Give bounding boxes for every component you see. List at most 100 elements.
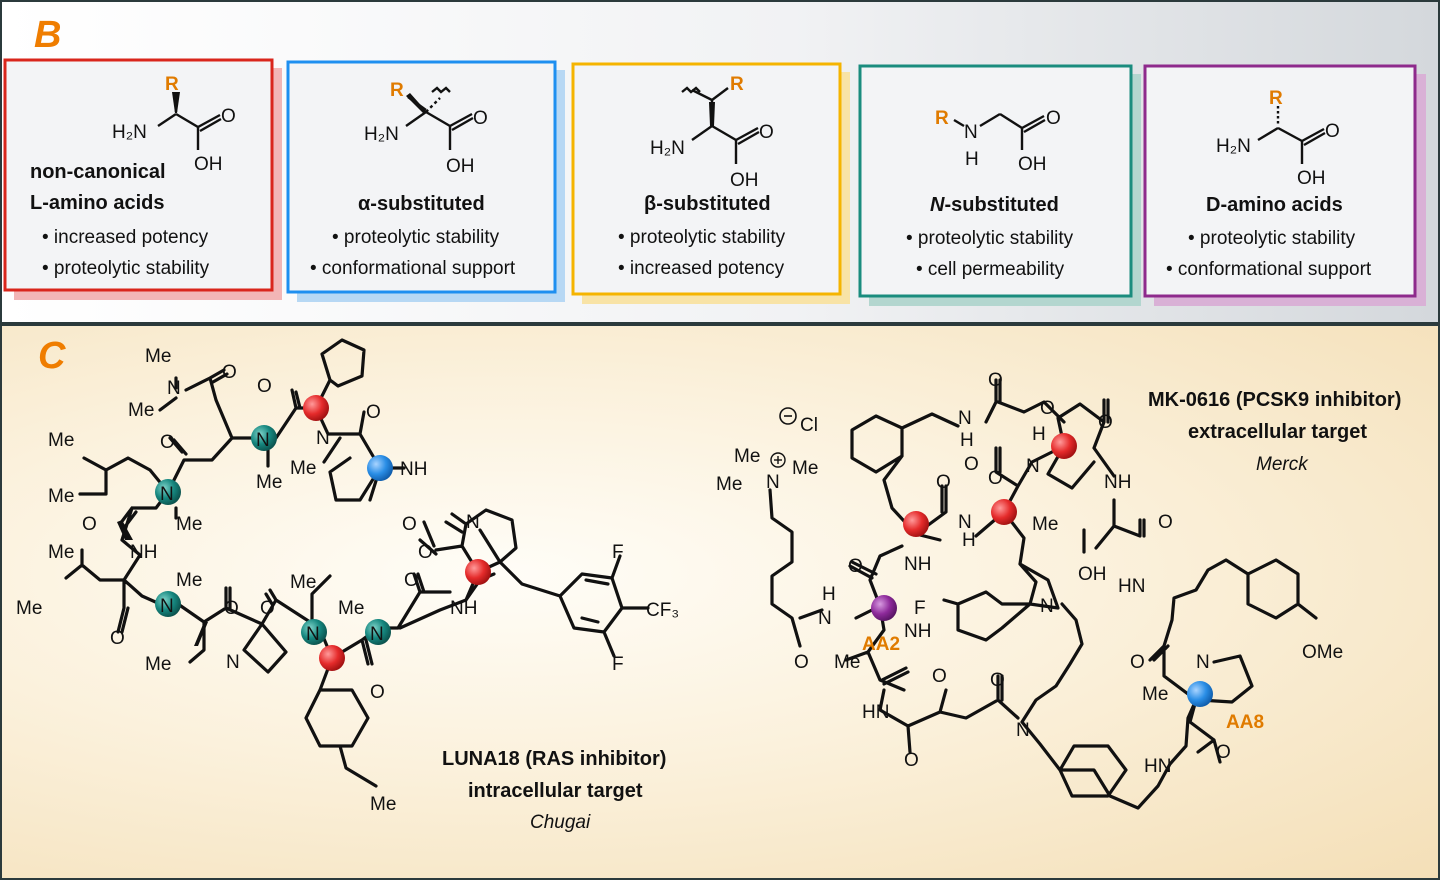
svg-text:N: N — [256, 430, 270, 451]
svg-text:O: O — [82, 514, 97, 535]
hydroxyl: OH — [730, 170, 759, 191]
svg-text:N: N — [1040, 596, 1054, 617]
svg-text:Me: Me — [1142, 684, 1168, 705]
carbonyl-o: O — [1046, 108, 1061, 129]
svg-text:N: N — [160, 484, 174, 505]
r-group: R — [1269, 88, 1283, 109]
card-4-bullet-1: • proteolytic stability — [906, 228, 1074, 249]
svg-text:O: O — [904, 750, 919, 771]
card-d-amino — [1143, 64, 1417, 298]
svg-text:O: O — [402, 514, 417, 535]
svg-text:Me: Me — [145, 654, 171, 675]
luna18-structure: Me N Me O O N Me O N Me O NH Me Me N Me … — [16, 338, 679, 815]
svg-text:O: O — [370, 682, 385, 703]
amine-n: N — [964, 122, 978, 143]
svg-text:Me: Me — [370, 794, 396, 815]
svg-text:NH: NH — [130, 542, 157, 563]
card-1-bullet-1: • increased potency — [42, 227, 209, 248]
svg-text:N: N — [958, 512, 972, 533]
svg-text:O: O — [990, 670, 1005, 691]
luna-red-1 — [303, 395, 329, 421]
svg-text:Me: Me — [176, 514, 202, 535]
carbonyl-o: O — [473, 108, 488, 129]
card-2-bullet-1: • proteolytic stability — [332, 227, 500, 248]
mk0616-name: MK-0616 (PCSK9 inhibitor) — [1148, 389, 1401, 411]
luna-blue-1 — [367, 455, 393, 481]
card-5-title: D-amino acids — [1206, 194, 1343, 216]
structure-alpha: R H₂N O OH — [364, 80, 488, 177]
card-4-title-rest: -substituted — [944, 194, 1058, 216]
svg-text:O: O — [932, 666, 947, 687]
svg-text:OMe: OMe — [1302, 642, 1343, 663]
svg-text:O: O — [222, 362, 237, 383]
card-5-bullet-1: • proteolytic stability — [1188, 228, 1356, 249]
svg-text:Me: Me — [48, 486, 74, 507]
r-group: R — [935, 108, 949, 129]
svg-text:H: H — [822, 584, 836, 605]
svg-text:Me: Me — [834, 652, 860, 673]
card-3-bullet-2: • increased potency — [618, 258, 785, 279]
mk-red-3 — [1051, 433, 1077, 459]
svg-text:O: O — [418, 542, 433, 563]
panel-c — [2, 326, 1438, 878]
card-noncanonical — [3, 58, 274, 292]
svg-text:N: N — [958, 408, 972, 429]
amine-h: H — [965, 149, 979, 170]
aa8-label: AA8 — [1226, 712, 1264, 733]
svg-text:Me: Me — [256, 472, 282, 493]
svg-text:NH: NH — [1104, 472, 1131, 493]
mk-red-1 — [903, 511, 929, 537]
card-2-bullet-2: • conformational support — [310, 258, 516, 279]
svg-text:Me: Me — [128, 400, 154, 421]
svg-text:N: N — [766, 472, 780, 493]
amine: H₂N — [650, 138, 685, 159]
svg-text:N: N — [818, 608, 832, 629]
svg-text:O: O — [964, 454, 979, 475]
aa2-label: AA2 — [862, 634, 900, 655]
svg-text:O: O — [257, 376, 272, 397]
svg-text:F: F — [914, 598, 926, 619]
mk0616-company: Merck — [1256, 454, 1309, 475]
svg-text:N: N — [306, 624, 320, 645]
card-4-title: N-substituted — [930, 194, 1059, 216]
svg-text:Me: Me — [48, 542, 74, 563]
carbonyl-o: O — [221, 106, 236, 127]
svg-text:F: F — [612, 542, 624, 563]
svg-text:O: O — [1130, 652, 1145, 673]
card-beta — [571, 62, 842, 296]
svg-text:Me: Me — [16, 598, 42, 619]
svg-text:NH: NH — [450, 598, 477, 619]
card-3-title: β-substituted — [644, 193, 771, 215]
luna-teal-2 — [155, 479, 181, 505]
panel-b-letter: B — [34, 14, 61, 56]
svg-text:Me: Me — [290, 458, 316, 479]
luna-teal-4 — [301, 619, 327, 645]
svg-text:OH: OH — [1078, 564, 1107, 585]
luna-teal-1 — [251, 425, 277, 451]
svg-text:O: O — [110, 628, 125, 649]
mk-purple-aa2 — [871, 595, 897, 621]
svg-text:N: N — [160, 596, 174, 617]
svg-text:N: N — [466, 512, 480, 533]
card-n-substituted — [858, 64, 1133, 298]
hydroxyl: OH — [446, 156, 475, 177]
panel-c-letter: C — [38, 335, 66, 377]
card-2-title: α-substituted — [358, 193, 485, 215]
svg-text:N: N — [1026, 456, 1040, 477]
svg-text:HN: HN — [1144, 756, 1171, 777]
svg-text:O: O — [404, 570, 419, 591]
hydroxyl: OH — [194, 154, 223, 175]
svg-text:N: N — [1196, 652, 1210, 673]
svg-text:H: H — [1032, 424, 1046, 445]
svg-text:Me: Me — [734, 446, 760, 467]
card-1-title-line2: L-amino acids — [30, 192, 164, 214]
luna18-name: LUNA18 (RAS inhibitor) — [442, 748, 666, 770]
amine: H₂N — [364, 124, 399, 145]
r-group: R — [390, 80, 404, 101]
svg-text:Me: Me — [290, 572, 316, 593]
svg-text:CF₃: CF₃ — [646, 600, 679, 621]
svg-text:O: O — [366, 402, 381, 423]
svg-text:O: O — [160, 432, 175, 453]
svg-text:NH: NH — [904, 621, 931, 642]
